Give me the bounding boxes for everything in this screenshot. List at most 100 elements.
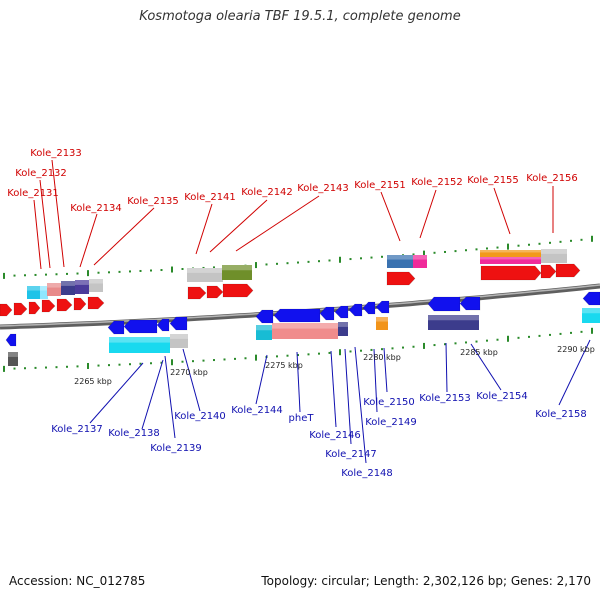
domain-block-shine [272, 323, 338, 329]
gene-label-kole-2151: Kole_2151 [354, 180, 406, 191]
genome-title: Kosmotoga olearia TBF 19.5.1, complete g… [139, 9, 461, 24]
leader-line [182, 348, 201, 412]
leader-line [93, 207, 155, 266]
domain-block [222, 265, 252, 280]
ruler-label: 2270 kbp [170, 368, 208, 377]
gene-arrow [334, 305, 349, 319]
gene-arrow [13, 302, 28, 316]
gene-arrow [362, 301, 376, 315]
domain-block-shine [387, 255, 413, 260]
gene-label-kole-2153: Kole_2153 [419, 393, 471, 404]
leader-line [344, 348, 352, 445]
gene-arrow [427, 296, 461, 312]
domain-block [109, 337, 170, 353]
gene-arrow [375, 300, 390, 314]
leader-line [470, 343, 502, 391]
domain-block [170, 334, 188, 348]
gene-label-kole-2149: Kole_2149 [365, 417, 417, 428]
gene-label-kole-2132: Kole_2132 [15, 168, 67, 179]
leader-line [380, 191, 401, 242]
leader-line [164, 355, 176, 439]
ruler-label: 2290 kbp [557, 345, 595, 354]
domain-block [413, 255, 427, 268]
domain-block [27, 286, 41, 299]
domain-block-shine [480, 250, 541, 253]
gene-arrow [582, 291, 600, 306]
leader-line [79, 213, 98, 268]
gene-label-kole-2131: Kole_2131 [7, 188, 59, 199]
gene-label-kole-2158: Kole_2158 [535, 409, 587, 420]
gene-labels: Kole_2133Kole_2132Kole_2131Kole_2134Kole… [7, 148, 587, 479]
leader-line [255, 354, 268, 405]
domain-block-shine [222, 265, 252, 271]
gene-arrow [123, 319, 158, 334]
gene-arrow [319, 306, 335, 321]
gene-label-kole-2150: Kole_2150 [363, 397, 415, 408]
gene-label-kole-2140: Kole_2140 [174, 411, 226, 422]
gene-label-kole-2144: Kole_2144 [231, 405, 283, 416]
domain-block [89, 279, 103, 292]
domain-block-shine [170, 334, 188, 339]
gene-arrow [555, 263, 581, 278]
leader-line [209, 199, 268, 253]
leader-line [195, 203, 213, 255]
gene-label-kole-2141: Kole_2141 [184, 192, 236, 203]
topology-text: Topology: circular; Length: 2,302,126 bp… [261, 574, 591, 588]
gene-label-phet: pheT [289, 413, 315, 424]
gene-arrow [169, 316, 188, 331]
gene-arrow [459, 296, 481, 311]
domain-block [75, 280, 89, 294]
leader-line [373, 348, 378, 413]
domain-block [47, 283, 61, 296]
gene-arrow [0, 303, 13, 317]
leader-line [383, 347, 388, 393]
domain-block-shine [61, 281, 75, 286]
domain-block [428, 315, 479, 330]
leader-lines [33, 159, 591, 464]
domain-block [256, 325, 272, 340]
domain-block-shine [27, 286, 41, 291]
domain-block [8, 352, 18, 366]
leader-line [445, 342, 448, 393]
gene-arrow [107, 320, 125, 335]
domain-block-shine [109, 337, 170, 343]
domain-block-shine [89, 279, 103, 284]
domain-block [272, 323, 338, 339]
domain-block-shine [541, 249, 567, 254]
leader-line [89, 362, 144, 424]
gene-arrow [41, 299, 56, 313]
gene-label-kole-2134: Kole_2134 [70, 203, 122, 214]
leader-line [235, 195, 320, 252]
domain-block [61, 281, 75, 295]
ruler-label: 2265 kbp [74, 377, 112, 386]
ruler-ticks [3, 235, 593, 372]
domain-block-shine [338, 322, 348, 327]
gene-label-kole-2156: Kole_2156 [526, 173, 578, 184]
gene-label-kole-2154: Kole_2154 [476, 391, 528, 402]
accession-text: Accession: NC_012785 [9, 574, 146, 588]
leader-line [296, 351, 301, 413]
gene-arrow [386, 271, 416, 286]
gene-arrow [73, 297, 87, 311]
gene-arrow [56, 298, 73, 312]
gene-arrow [480, 265, 542, 281]
gene-arrow [187, 286, 207, 300]
gene-label-kole-2152: Kole_2152 [411, 177, 463, 188]
gene-label-kole-2148: Kole_2148 [341, 468, 393, 479]
gene-label-kole-2146: Kole_2146 [309, 430, 361, 441]
leader-line [330, 350, 337, 428]
ruler-label: 2285 kbp [460, 348, 498, 357]
feature-blocks [8, 249, 600, 366]
domain-block [387, 255, 413, 268]
domain-block-shine [75, 280, 89, 285]
domain-block [480, 250, 541, 257]
gene-arrows [0, 263, 600, 347]
leader-line [493, 187, 511, 235]
domain-block [582, 308, 600, 323]
gene-label-kole-2138: Kole_2138 [108, 428, 160, 439]
domain-block-shine [413, 255, 427, 260]
domain-block [480, 257, 541, 264]
gene-arrow [5, 333, 17, 347]
